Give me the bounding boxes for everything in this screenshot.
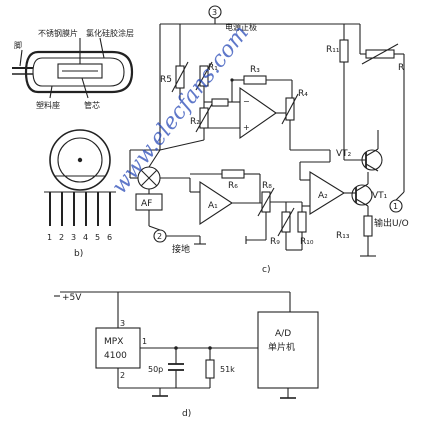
package-center-dot [77,157,83,163]
housing-inner [32,57,125,87]
opamp-upper-minus: − [243,97,250,106]
vt1-emitter [355,198,369,207]
label-silicone-coating: 氯化硅胶涂层 [86,28,134,38]
package-pins [44,191,116,226]
package-outer [49,129,111,191]
vt2-emitter [365,163,379,172]
pin-label-2: 2 [59,233,64,242]
label-r9: R₉ [270,237,280,247]
sensor-cross-section: 不锈钢膜片 氯化硅胶涂层 脚 塑料座 管芯 [12,28,134,110]
label-r4: R₄ [298,89,308,99]
conditioning-circuit: 3 电源正极 R5 R₁ R₂ R₃ − + [129,5,409,275]
label-lead: 脚 [14,40,22,50]
mcu-line2: 单片机 [268,341,295,353]
mcu-line1: A/D [275,329,291,339]
af-label: AF [141,199,152,209]
pin-label-4: 4 [83,233,88,242]
mpx-pin3: 3 [120,319,125,328]
label-r2: R₂ [190,117,200,127]
mpx4100-chip [95,327,141,369]
adc-circuit: +5V MPX 4100 3 1 2 50p 51k A/D 单片机 [54,291,319,419]
label-plastic-seat: 塑料座 [36,100,60,110]
ground-label: 接地 [172,243,190,255]
wire-to-output [395,191,405,201]
r2-arrow [195,103,213,133]
pin-label-6: 6 [107,233,112,242]
opamp-a1 [199,180,234,226]
label-a1: A₁ [208,201,218,211]
r9-arrow [277,207,295,237]
package-top-view: 1 2 3 4 5 6 b) [44,129,116,259]
wire-bridge-in [148,149,161,168]
pin-label-3: 3 [71,233,76,242]
label-r7: R₆ [228,181,238,191]
label-r8: R₈ [262,181,272,191]
r8-arrow [257,187,275,217]
power-node-label: 3 [212,8,217,17]
label-core: 管芯 [84,100,100,110]
label-r5: R5 [160,75,172,85]
caption-b: b) [74,249,83,259]
label-rt: R [398,63,404,73]
mcu-block [257,311,319,389]
resistor-51k [205,359,215,379]
caption-c: c) [262,265,270,275]
wire-to-ground [148,225,161,231]
vt1-collector [355,183,369,192]
resistor-r13 [363,215,373,237]
bridge-cross-2 [140,169,158,187]
mpx-pin2: 2 [120,371,125,380]
mpx-line2: 4100 [104,351,127,361]
resistor-r6 [211,98,229,107]
res-label: 51k [220,365,235,374]
label-a2: A₂ [318,191,328,201]
output-node-label: 1 [393,202,398,211]
opamp-a2 [309,171,346,215]
package-ring [57,137,103,183]
power-label: 电源正极 [225,22,257,32]
label-r1: R₁ [208,63,218,73]
r5-arrow [171,61,189,93]
vt2-collector [365,148,379,157]
mpx-line1: MPX [104,337,123,347]
opamp-upper-plus: + [243,123,250,132]
label-r3: R₃ [250,65,260,75]
caption-d: d) [182,409,191,419]
rt-arrow [361,43,399,65]
pin-label-1: 1 [47,233,52,242]
wire-bridge-to-r2 [159,139,205,151]
pin-label-5: 5 [95,233,100,242]
cap-label: 50p [148,365,163,374]
opamp-upper [239,86,277,140]
label-r13: R₁₃ [336,231,350,241]
label-r10: R₁₀ [300,237,314,247]
label-vt1: VT₁ [372,191,388,201]
output-label: 输出U/O [374,217,409,229]
label-stainless-diaphragm: 不锈钢膜片 [38,28,78,38]
label-r11: R₁₁ [326,45,340,55]
supply-label: +5V [62,293,82,303]
ground-node-label: 2 [157,232,162,241]
resistor-r3 [243,75,267,85]
resistor-r10 [297,211,307,233]
r4-arrow [281,93,299,125]
housing-outline [24,50,134,94]
leader-core [81,77,89,99]
resistor-r7 [221,169,245,179]
mpx-pin1: 1 [142,337,147,346]
r1-arrow [195,61,213,91]
leader-coating [99,37,105,59]
leader-lead [19,49,23,67]
leader-seat [49,85,53,99]
resistor-r11 [339,39,349,63]
